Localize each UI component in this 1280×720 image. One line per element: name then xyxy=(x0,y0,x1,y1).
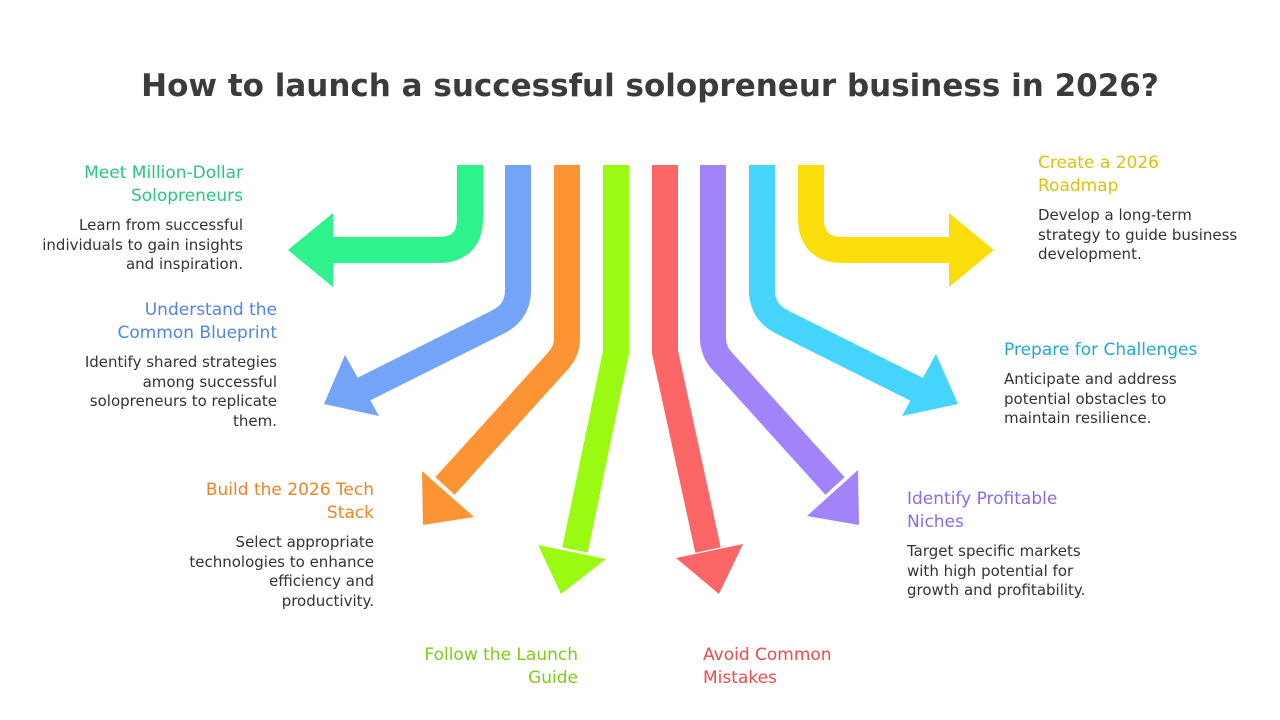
arrow-shaft xyxy=(435,165,580,495)
arrow-head xyxy=(538,545,606,594)
follow-launch-guide-block: Follow the Launch Guide xyxy=(338,644,578,690)
page-title: How to launch a successful solopreneur b… xyxy=(141,68,1159,104)
meet-million-dollar-solopreneurs-block: Meet Million-Dollar Solopreneurs Learn f… xyxy=(3,162,243,275)
arrow-meet-million-dollar-solopreneurs xyxy=(288,165,483,287)
arrow-shaft xyxy=(352,165,531,404)
arrow-shaft xyxy=(562,165,629,553)
item-description: Develop a long-term strategy to guide bu… xyxy=(1038,206,1238,263)
arrow-understand-common-blueprint xyxy=(324,165,531,416)
understand-common-blueprint-block: Understand the Common Blueprint Identify… xyxy=(37,299,277,431)
item-heading: Build the 2026 Tech Stack xyxy=(205,480,374,523)
item-heading: Prepare for Challenges xyxy=(1004,340,1198,360)
item-heading: Avoid Common Mistakes xyxy=(703,645,832,688)
identify-profitable-niches-block: Identify Profitable Niches Target specif… xyxy=(907,488,1147,601)
item-description: Anticipate and address potential obstacl… xyxy=(1004,370,1177,427)
item-heading: Follow the Launch Guide xyxy=(424,645,578,688)
arrow-avoid-common-mistakes xyxy=(652,165,743,594)
arrow-follow-launch-guide xyxy=(538,165,629,594)
item-description: Learn from successful individuals to gai… xyxy=(42,216,243,273)
arrow-head xyxy=(288,213,333,287)
item-heading: Meet Million-Dollar Solopreneurs xyxy=(84,163,243,206)
arrow-head xyxy=(324,355,379,416)
arrow-prepare-for-challenges xyxy=(749,165,958,416)
arrow-build-tech-stack xyxy=(422,165,580,525)
arrow-identify-profitable-niches xyxy=(700,165,859,525)
item-description: Select appropriate technologies to enhan… xyxy=(189,533,374,610)
arrow-head xyxy=(949,213,994,287)
item-heading: Create a 2026 Roadmap xyxy=(1038,153,1159,196)
arrow-shaft xyxy=(326,165,483,263)
arrow-head xyxy=(422,471,474,525)
build-tech-stack-block: Build the 2026 Tech Stack Select appropr… xyxy=(134,479,374,611)
arrow-shaft xyxy=(700,165,845,495)
arrow-head xyxy=(676,544,743,594)
item-heading: Understand the Common Blueprint xyxy=(117,300,277,343)
arrow-head xyxy=(902,354,958,416)
arrow-shaft xyxy=(798,165,955,263)
prepare-for-challenges-block: Prepare for Challenges Anticipate and ad… xyxy=(1004,339,1244,429)
arrow-create-roadmap xyxy=(798,165,994,287)
item-heading: Identify Profitable Niches xyxy=(907,489,1058,532)
create-roadmap-block: Create a 2026 Roadmap Develop a long-ter… xyxy=(1038,152,1278,265)
arrow-shaft xyxy=(749,165,928,404)
item-description: Target specific markets with high potent… xyxy=(907,542,1086,599)
arrow-head xyxy=(807,470,859,525)
item-description: Identify shared strategies among success… xyxy=(84,353,277,430)
arrow-shaft xyxy=(652,165,721,553)
avoid-common-mistakes-block: Avoid Common Mistakes xyxy=(703,644,943,690)
